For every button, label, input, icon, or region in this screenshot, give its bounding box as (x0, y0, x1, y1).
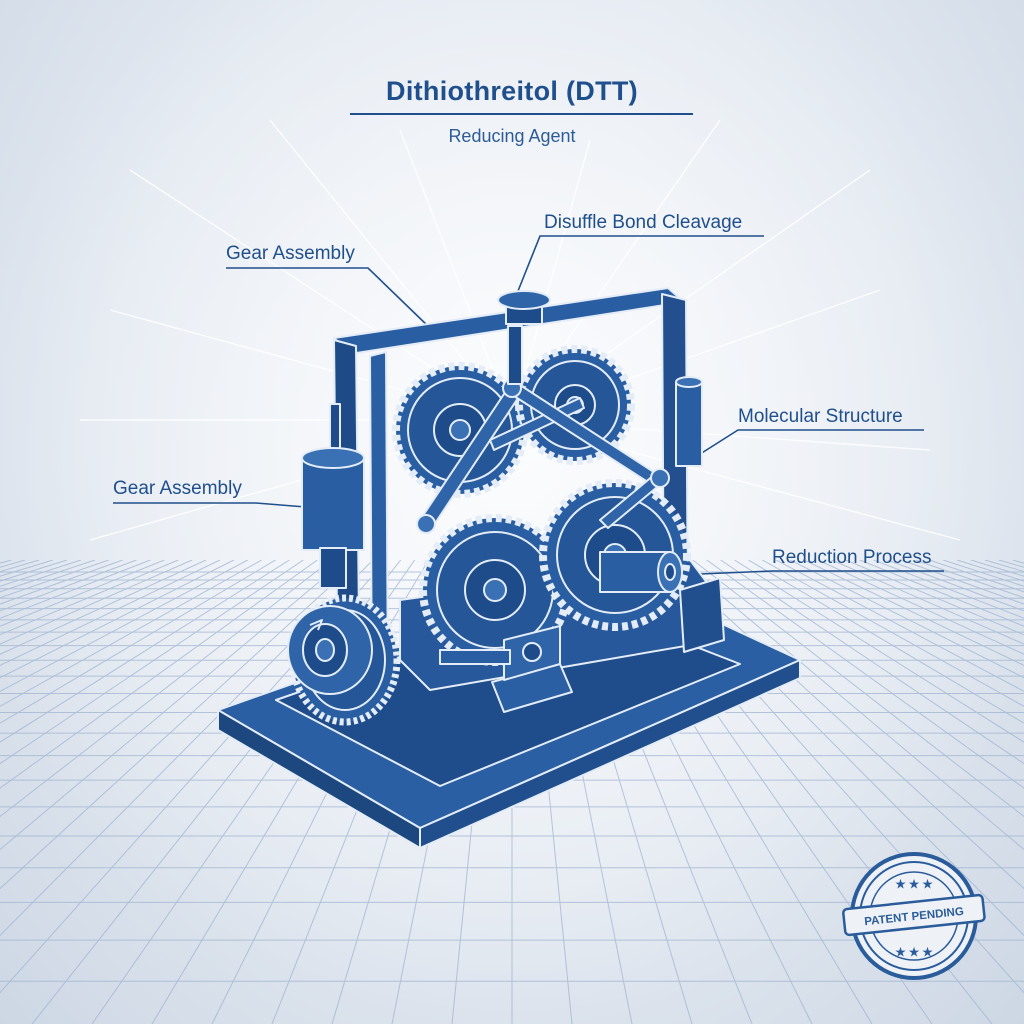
patent-stamp: ★ ★ ★ ★ ★ ★ PATENT PENDING (842, 852, 986, 980)
grid-line (0, 560, 304, 1024)
grid-line (762, 560, 1024, 1024)
grid-line (734, 560, 1024, 1024)
right-bearing-block (679, 577, 725, 653)
pillow-block (439, 625, 573, 713)
leader-reduction-process (699, 570, 944, 575)
grid-line (0, 560, 318, 1024)
callout-label-gear-assembly-left: Gear Assembly (113, 478, 242, 499)
top-knob-cap (497, 290, 551, 310)
grid-line (776, 560, 1024, 1024)
diagram-subtitle: Reducing Agent (448, 126, 576, 146)
right-column (675, 381, 703, 467)
grid-line (678, 560, 1024, 1024)
linkage-arms (416, 325, 670, 534)
grid-line (0, 560, 290, 1024)
grid-line (692, 560, 1024, 1024)
grid-line (0, 560, 207, 1024)
grid-line (803, 560, 1024, 1024)
leader-molecular-structure (696, 429, 924, 457)
grid-line (0, 560, 360, 1024)
output-shaft (599, 551, 683, 593)
left-cylinder (301, 457, 365, 551)
leader-gear-assembly-top (226, 267, 431, 329)
grid-line (817, 560, 1024, 1024)
grid-line (789, 560, 1024, 1024)
grid-line (748, 560, 1024, 1024)
base-plate-front (419, 659, 801, 849)
leader-disulfide-bond (515, 235, 764, 297)
grid-line (0, 560, 346, 1024)
callout-label-disulfide-bond-cleavage: Disuffle Bond Cleavage (544, 212, 743, 233)
grid-line (706, 560, 1024, 1024)
grid-line (831, 560, 1024, 1024)
grid-line (720, 560, 1024, 1024)
front-dial-wheel (287, 594, 401, 726)
grid-line (0, 560, 221, 1024)
grid-line (0, 560, 248, 1024)
machine-illustration (217, 287, 801, 849)
grid-line (0, 560, 235, 1024)
stamp-stars-top: ★ ★ ★ (895, 878, 933, 891)
stamp-stars-bottom: ★ ★ ★ (895, 946, 933, 959)
diagram-title: Dithiothreitol (DTT) (386, 76, 638, 106)
callout-label-reduction-process: Reduction Process (772, 547, 932, 568)
leader-gear-assembly-left (113, 502, 319, 509)
grid-line (0, 560, 262, 1024)
grid-line (0, 560, 276, 1024)
callout-label-gear-assembly-top: Gear Assembly (226, 243, 355, 264)
callout-label-molecular-structure: Molecular Structure (738, 406, 903, 427)
grid-line (0, 560, 332, 1024)
grid-line (0, 560, 193, 1024)
